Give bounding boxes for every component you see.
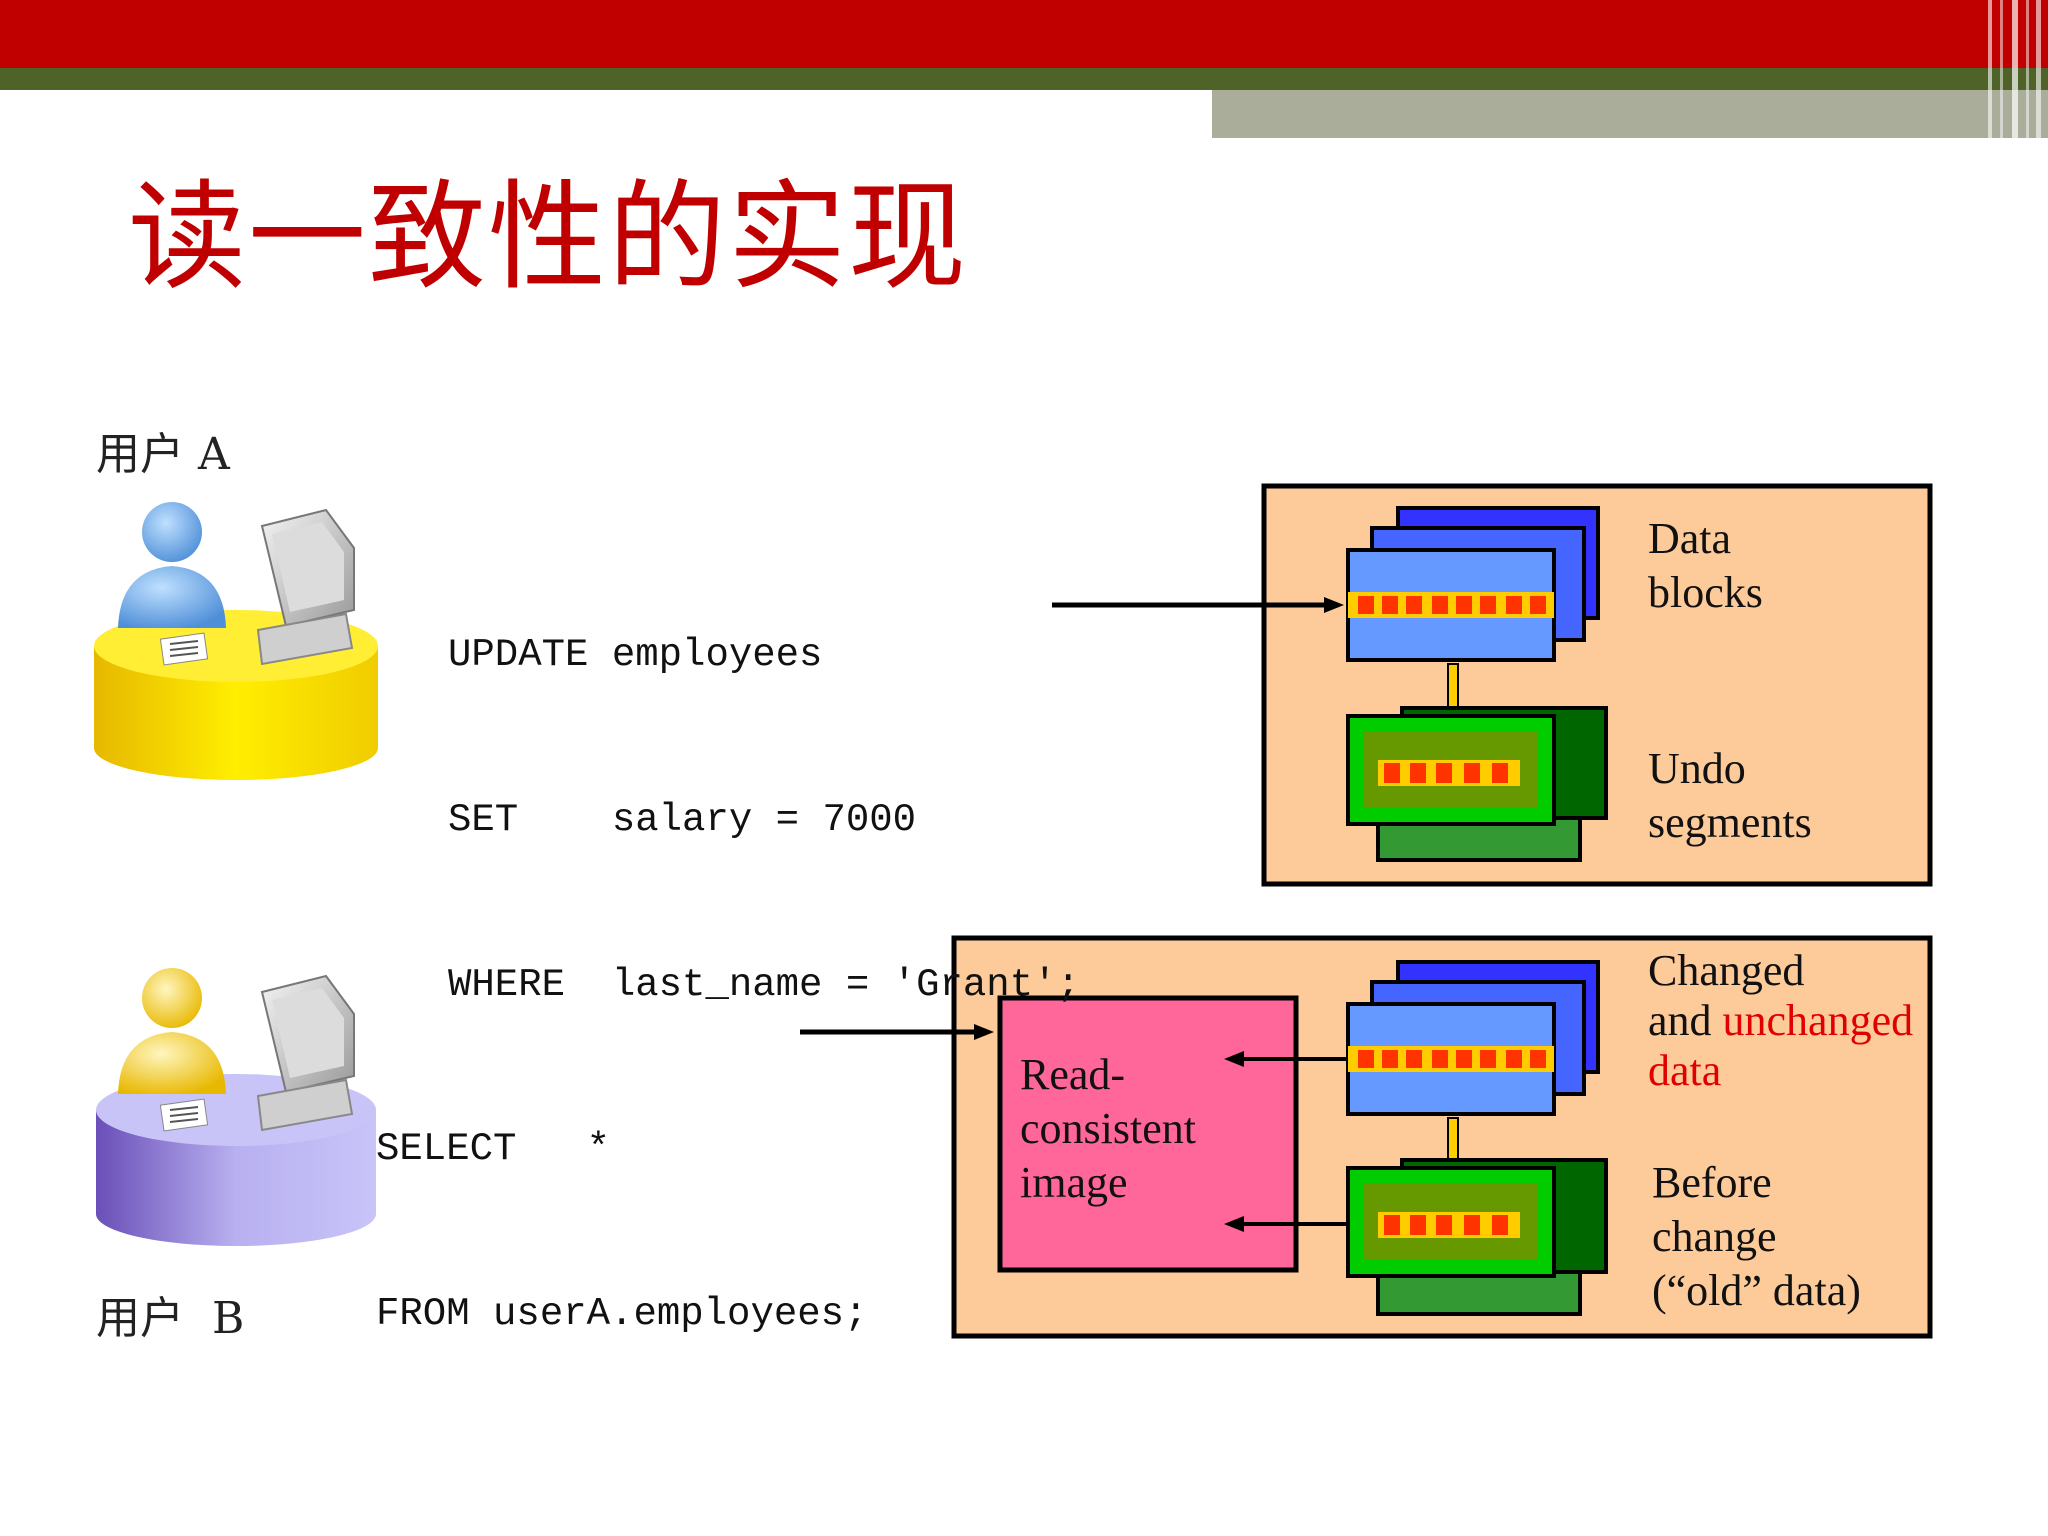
computer-icon (256, 508, 355, 666)
label-line: image (1020, 1158, 1128, 1207)
old-row-cells (1378, 1212, 1520, 1238)
label-line: Changed (1648, 946, 1805, 995)
data-row-cells (1358, 596, 1546, 614)
select-statement: SELECT * FROM userA.employees; (376, 1012, 867, 1397)
data-blocks-label: Data blocks (1648, 512, 1763, 620)
user-b-label: 用户 B (96, 1293, 245, 1344)
user-a-icon (94, 502, 378, 780)
code-line: WHERE last_name = 'Grant'; (448, 963, 1080, 1007)
label-line: segments (1648, 798, 1812, 847)
label-data: data (1648, 1046, 1722, 1095)
label-unchanged: unchanged (1722, 996, 1914, 1045)
label-line: Read- (1020, 1050, 1126, 1099)
update-statement: UPDATE employees SET salary = 7000 WHERE… (448, 518, 1080, 1068)
code-line: UPDATE employees (448, 633, 823, 677)
user-b-icon (96, 968, 376, 1246)
changed-unchanged-label: Changed and unchanged data (1648, 946, 1913, 1096)
undo-segments-stack (1346, 706, 1608, 862)
old-data-arrow (1224, 1216, 1346, 1232)
label-line: Undo (1648, 744, 1746, 793)
label-line: change (1652, 1212, 1777, 1261)
document-icon (159, 632, 209, 666)
before-change-stack (1346, 1158, 1608, 1316)
label-and: and (1648, 996, 1723, 1045)
data-blocks-stack (1346, 506, 1600, 662)
code-line: SET salary = 7000 (448, 798, 917, 842)
header-stripes (1988, 0, 2041, 138)
changed-data-stack (1346, 960, 1600, 1116)
document-icon (159, 1098, 209, 1132)
label-line: Data (1648, 514, 1732, 563)
before-change-label: Before change (“old” data) (1652, 1156, 1861, 1318)
header-red-bar (0, 0, 2048, 68)
undo-segments-label: Undo segments (1648, 742, 1812, 850)
header-band (0, 0, 2048, 138)
page-title: 读一致性的实现 (128, 168, 969, 306)
undo-row-cells (1378, 760, 1520, 786)
header-green-bar (0, 68, 2048, 90)
select-arrow (800, 1024, 994, 1040)
code-line: FROM userA.employees; (376, 1292, 868, 1336)
label-line: (“old” data) (1652, 1266, 1861, 1315)
label-line: Before (1652, 1158, 1772, 1207)
label-line: consistent (1020, 1104, 1196, 1153)
label-line: and unchanged (1648, 996, 1913, 1046)
label-line: blocks (1648, 568, 1763, 617)
changed-data-arrow (1224, 1051, 1346, 1067)
code-line: SELECT * (376, 1127, 611, 1171)
read-consistent-image-label: Read- consistent image (1020, 1048, 1196, 1210)
header-gray-bar (1212, 90, 2048, 138)
user-a-label: 用户 A (96, 429, 230, 480)
computer-icon (256, 974, 355, 1132)
changed-row-cells (1358, 1050, 1546, 1068)
update-arrow (1052, 597, 1344, 613)
